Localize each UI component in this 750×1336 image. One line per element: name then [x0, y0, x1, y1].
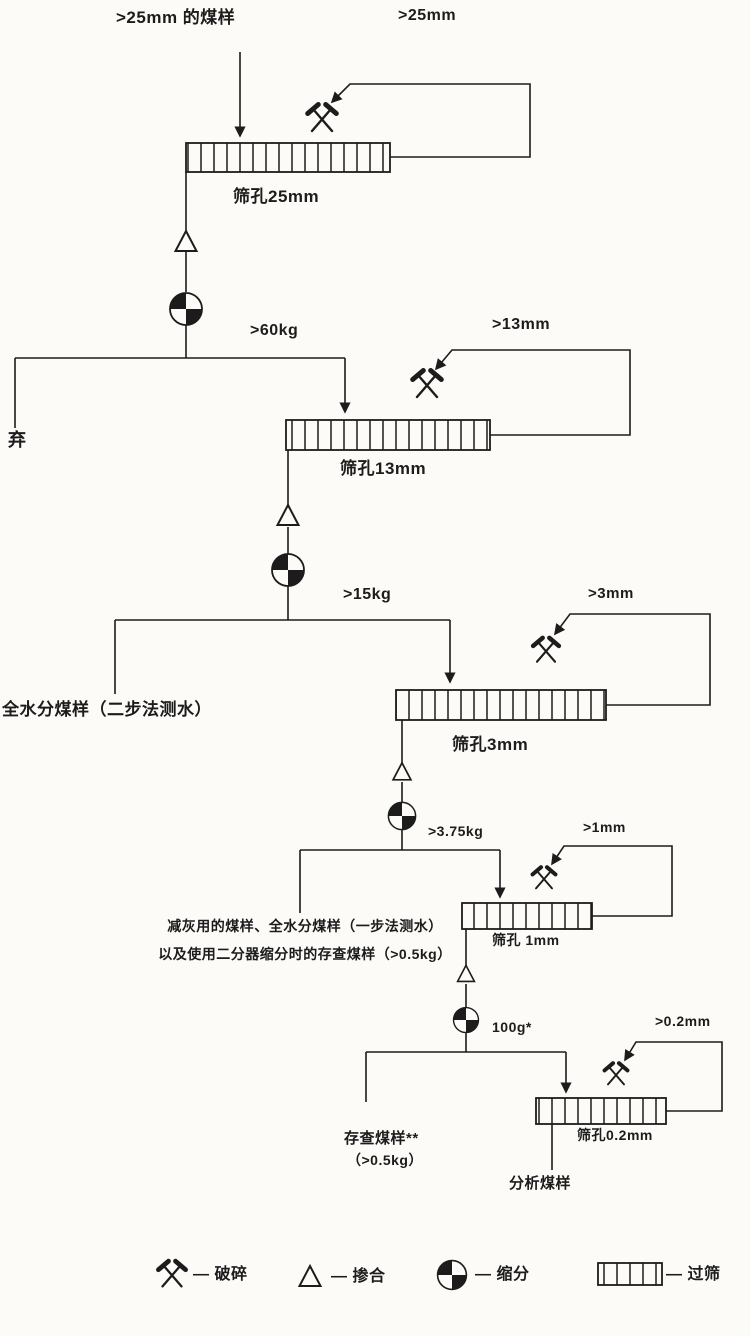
ash-sample-label-line2: 以及使用二分器缩分时的存查煤样（>0.5kg） [158, 946, 452, 962]
total-moisture-label: 全水分煤样（二步法测水） [2, 700, 212, 719]
sieve-legend-icon [597, 1262, 663, 1286]
crusher-icon [605, 1063, 628, 1084]
mass-label-1: >60kg [250, 322, 299, 339]
divider-icon [271, 553, 305, 587]
divider-icon [452, 1006, 480, 1034]
reserve-sample-label-line1: 存查煤样** [344, 1130, 419, 1147]
sieve-label-4: 筛孔 1mm [492, 932, 560, 948]
sieve-label-5: 筛孔0.2mm [577, 1127, 653, 1143]
divider-icon [169, 292, 203, 326]
flow-line [434, 349, 631, 436]
divider-legend-icon [436, 1259, 468, 1291]
legend-label-crush: — 破碎 [193, 1266, 248, 1283]
oversize-label-4: >1mm [583, 819, 626, 835]
legend-label-mix: — 掺合 [331, 1268, 386, 1285]
crusher-legend-icon [158, 1261, 185, 1286]
discard-label: 弃 [8, 430, 27, 450]
mass-label-4: 100g* [492, 1019, 532, 1035]
flow-lines [14, 52, 723, 1170]
mixer-icon [392, 761, 412, 781]
sieve-screen-02mm [535, 1097, 667, 1125]
flow-line [551, 845, 673, 917]
mass-label-2: >15kg [343, 586, 392, 603]
sieve-label-3: 筛孔3mm [452, 735, 529, 754]
legend-label-divide: — 缩分 [475, 1266, 530, 1283]
oversize-label-1: >25mm [398, 7, 457, 24]
sieve-label-2: 筛孔13mm [340, 459, 427, 478]
mass-label-3: >3.75kg [428, 823, 484, 839]
sieve-screen-1mm [461, 902, 593, 930]
crusher-icon [533, 638, 559, 662]
mixer-icon [174, 230, 198, 252]
flow-line [553, 613, 711, 706]
sieve-screen-13mm [285, 419, 491, 451]
mixer-legend-icon [298, 1265, 322, 1287]
crusher-icon [413, 371, 442, 398]
sieve-label-1: 筛孔25mm [233, 187, 320, 206]
input-sample-label: >25mm 的煤样 [116, 8, 236, 27]
ash-sample-label-line1: 减灰用的煤样、全水分煤样（一步法测水） [167, 918, 443, 934]
oversize-label-2: >13mm [492, 316, 551, 333]
crusher-icon [533, 867, 556, 888]
analysis-sample-label: 分析煤样 [509, 1175, 572, 1192]
legend-label-sieve: — 过筛 [666, 1266, 721, 1283]
sieve-screen-25mm [185, 142, 391, 173]
oversize-label-5: >0.2mm [655, 1013, 711, 1029]
crusher-icon [308, 105, 337, 132]
oversize-label-3: >3mm [588, 585, 634, 602]
divider-icon [387, 801, 417, 831]
flow-line [330, 83, 531, 158]
mixer-icon [456, 964, 476, 983]
flow-line [624, 1041, 723, 1112]
mixer-icon [276, 504, 300, 526]
sieve-screens [185, 142, 667, 1286]
reserve-sample-label-line2: （>0.5kg） [347, 1152, 423, 1168]
sieve-screen-3mm [395, 689, 607, 721]
